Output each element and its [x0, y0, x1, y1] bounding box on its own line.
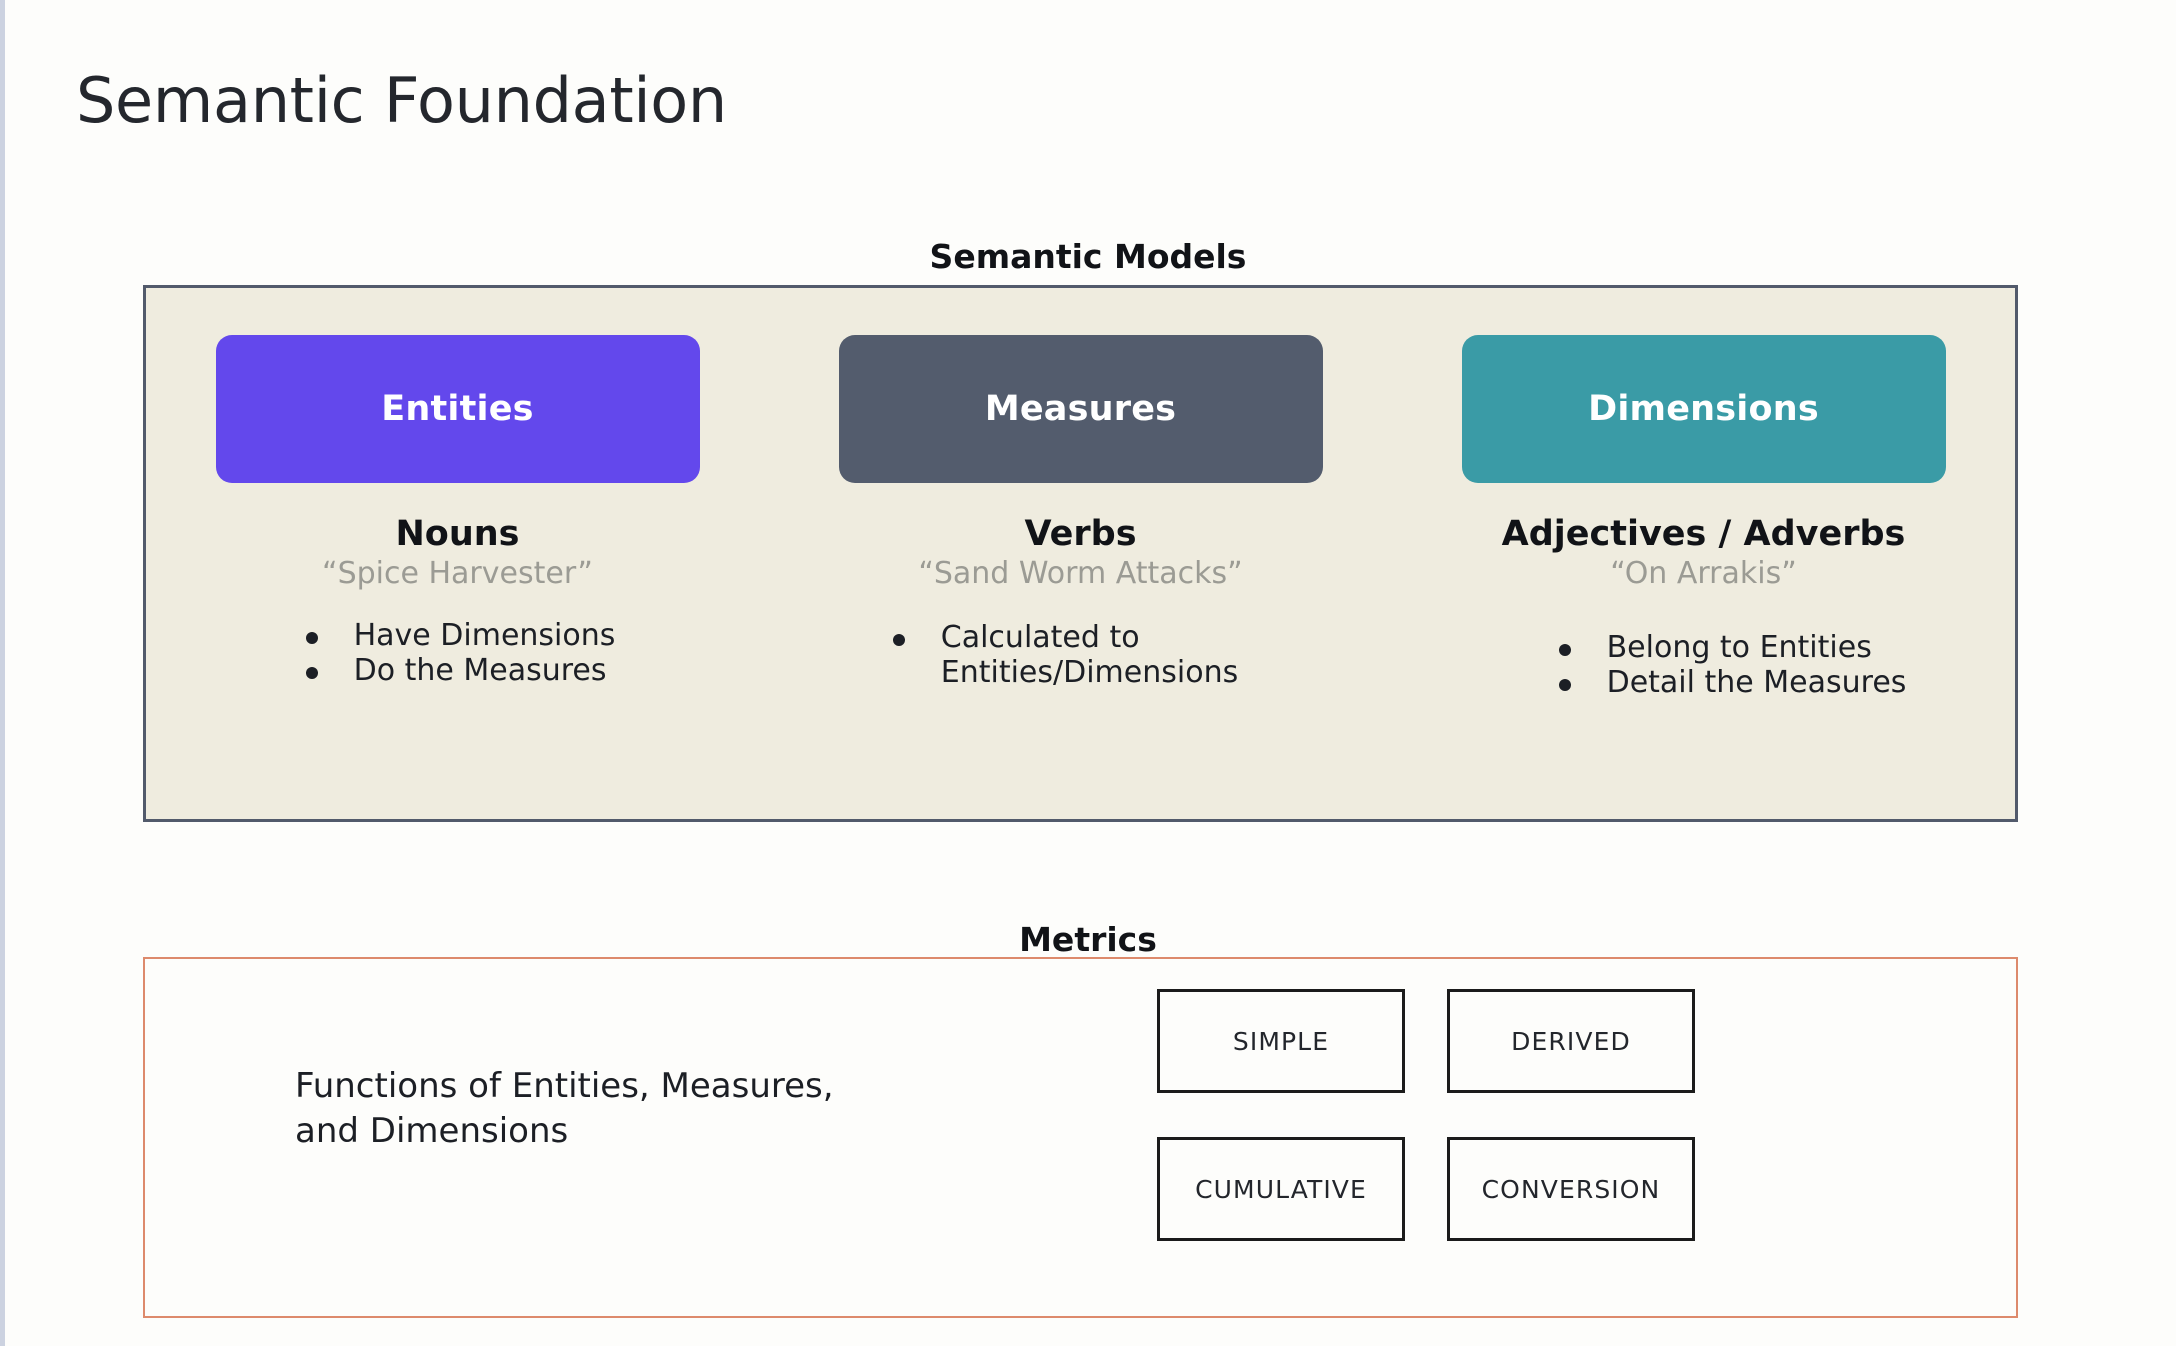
- list-item: Do the Measures: [282, 653, 616, 688]
- semantic-models-header: Semantic Models: [929, 237, 1247, 276]
- measures-pill[interactable]: Measures: [838, 335, 1323, 483]
- bullet-text: Have Dimensions: [353, 618, 616, 654]
- bullet-text: Calculated to: [940, 620, 1140, 656]
- metric-type-conversion[interactable]: CONVERSION: [1447, 1137, 1695, 1241]
- list-item: Belong to Entities: [1535, 630, 1907, 665]
- metric-type-cumulative[interactable]: CUMULATIVE: [1157, 1137, 1405, 1241]
- measures-bullet-list: Calculated to Entities/Dimensions: [869, 620, 1238, 691]
- measures-example: “Sand Worm Attacks”: [918, 556, 1243, 592]
- left-edge-strip: [0, 0, 5, 1346]
- entities-example: “Spice Harvester”: [322, 556, 593, 592]
- bullet-text: Do the Measures: [353, 653, 607, 689]
- semantic-models-columns: Entities Nouns “Spice Harvester” Have Di…: [146, 288, 2015, 819]
- entities-pill[interactable]: Entities: [215, 335, 700, 483]
- dimensions-example: “On Arrakis”: [1610, 556, 1797, 592]
- dimensions-pill[interactable]: Dimensions: [1461, 335, 1946, 483]
- semantic-column-dimensions: Dimensions Adjectives / Adverbs “On Arra…: [1392, 288, 2015, 819]
- semantic-column-measures: Measures Verbs “Sand Worm Attacks” Calcu…: [769, 288, 1392, 819]
- list-item: Calculated to Entities/Dimensions: [869, 620, 1238, 691]
- metric-type-derived[interactable]: DERIVED: [1447, 989, 1695, 1093]
- measures-part-of-speech: Verbs: [1024, 514, 1137, 554]
- list-item: Have Dimensions: [282, 618, 616, 654]
- dimensions-bullet-list: Belong to Entities Detail the Measures: [1535, 630, 1907, 701]
- bullet-text: Belong to Entities: [1606, 630, 1872, 666]
- bullet-text-line2: Entities/Dimensions: [940, 655, 1239, 691]
- metrics-header: Metrics: [1019, 920, 1157, 959]
- entities-part-of-speech: Nouns: [395, 514, 520, 554]
- semantic-models-panel: Entities Nouns “Spice Harvester” Have Di…: [143, 285, 2018, 822]
- bullet-text: Detail the Measures: [1606, 665, 1907, 701]
- metrics-description-line2: and Dimensions: [295, 1111, 569, 1152]
- entities-bullet-list: Have Dimensions Do the Measures: [282, 618, 616, 689]
- list-item: Detail the Measures: [1535, 665, 1907, 701]
- metrics-panel: Functions of Entities, Measures, and Dim…: [143, 957, 2018, 1318]
- metrics-description: Functions of Entities, Measures, and Dim…: [295, 1064, 834, 1154]
- dimensions-part-of-speech: Adjectives / Adverbs: [1501, 514, 1906, 554]
- metric-type-grid: SIMPLE DERIVED CUMULATIVE CONVERSION: [1157, 989, 1695, 1241]
- page-title: Semantic Foundation: [76, 64, 727, 137]
- metric-type-simple[interactable]: SIMPLE: [1157, 989, 1405, 1093]
- semantic-column-entities: Entities Nouns “Spice Harvester” Have Di…: [146, 288, 769, 819]
- metrics-description-line1: Functions of Entities, Measures,: [295, 1066, 834, 1106]
